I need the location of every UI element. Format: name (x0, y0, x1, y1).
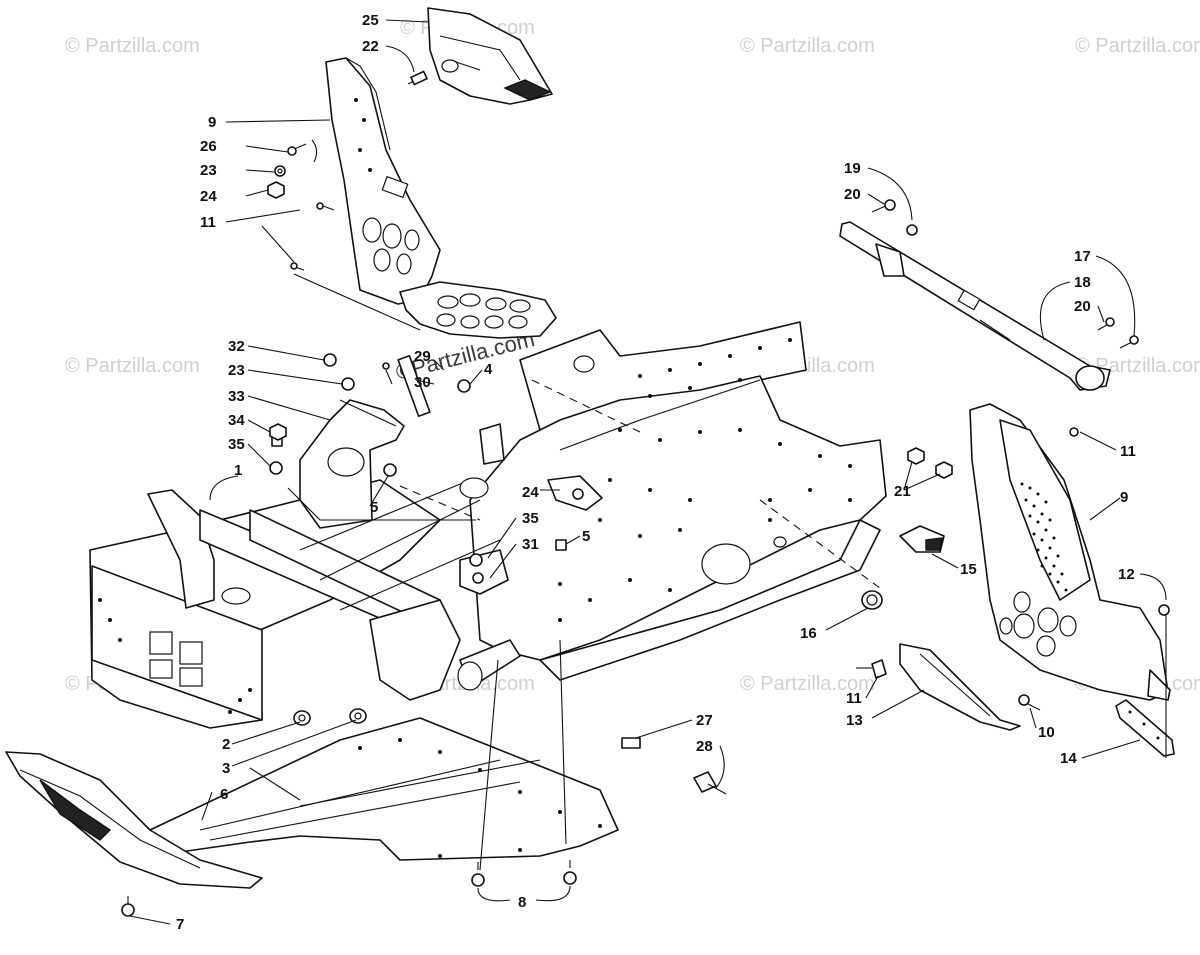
callout-19: 19 (844, 160, 861, 177)
callout-26: 26 (200, 138, 217, 155)
callout-8: 8 (518, 894, 526, 911)
callout-29: 29 (414, 348, 431, 365)
callout-14: 14 (1060, 750, 1077, 767)
watermark: © Partzilla.com (65, 355, 200, 377)
callout-16: 16 (800, 625, 817, 642)
callout-7: 7 (176, 916, 184, 933)
callout-1: 1 (234, 462, 242, 479)
callout-20: 20 (1074, 298, 1091, 315)
callout-6: 6 (220, 786, 228, 803)
part-15-clip (899, 525, 945, 553)
callout-22: 22 (362, 38, 379, 55)
perforation-pattern (1020, 482, 1068, 592)
callout-35: 35 (228, 436, 245, 453)
fasteners-27-28 (621, 737, 727, 795)
part-6-belly-pan (149, 717, 619, 861)
alignment-lines (399, 379, 881, 589)
screw-7 (121, 896, 135, 917)
part-14-strap (1115, 699, 1175, 757)
callout-33: 33 (228, 388, 245, 405)
callout-25: 25 (362, 12, 379, 29)
part-16-grommet (861, 590, 883, 610)
callout-11: 11 (1120, 443, 1136, 460)
callout-24: 24 (522, 484, 539, 501)
callout-34: 34 (228, 412, 245, 429)
part-9-steering-support (325, 57, 557, 339)
callout-28: 28 (696, 738, 713, 755)
part-18-steering-post (839, 221, 1111, 391)
nuts-2-3 (293, 708, 367, 726)
callout-12: 12 (1118, 566, 1135, 583)
callout-18: 18 (1074, 274, 1091, 291)
hardware-center (459, 475, 603, 595)
part-25-nose-cover (427, 7, 553, 105)
hardware-upper (267, 70, 428, 271)
chassis-rivets (558, 338, 852, 622)
callout-9: 9 (208, 114, 216, 131)
callouts: 25 22 9 26 23 24 11 32 23 33 34 35 1 29 … (176, 12, 1136, 933)
callout-11: 11 (846, 690, 862, 707)
callout-32: 32 (228, 338, 245, 355)
callout-4: 4 (484, 361, 493, 378)
callout-13: 13 (846, 712, 863, 729)
callout-24: 24 (200, 188, 217, 205)
callout-9: 9 (1120, 489, 1128, 506)
callout-21: 21 (894, 483, 911, 500)
callout-31: 31 (522, 536, 539, 553)
callout-5: 5 (582, 528, 590, 545)
callout-20: 20 (844, 186, 861, 203)
callout-10: 10 (1038, 724, 1055, 741)
callout-3: 3 (222, 760, 230, 777)
part-9-right-console (969, 403, 1171, 701)
center-tube (382, 354, 521, 691)
callout-23: 23 (228, 362, 245, 379)
part-33-mount-bracket (269, 353, 405, 529)
part-7-front-skid (5, 751, 263, 889)
left-frame-box (89, 479, 501, 729)
callout-11: 11 (200, 214, 216, 231)
callout-23: 23 (200, 162, 217, 179)
callout-5: 5 (370, 499, 378, 516)
watermark: © Partzilla.com (1075, 35, 1200, 57)
callout-27: 27 (696, 712, 713, 729)
fasteners-8 (471, 860, 577, 887)
watermark: © Partzilla.com (740, 673, 875, 695)
watermark: © Partzilla.com (65, 35, 200, 57)
part-13-bracket (899, 643, 1021, 731)
part-1-chassis (469, 321, 887, 681)
callout-17: 17 (1074, 248, 1091, 265)
callout-15: 15 (960, 561, 977, 578)
nuts-21 (907, 447, 953, 479)
watermark: © Partzilla.com (740, 35, 875, 57)
leader-lines (129, 19, 1167, 925)
rivets (856, 427, 1170, 711)
callout-35: 35 (522, 510, 539, 527)
screws-20 (871, 199, 1139, 349)
callout-2: 2 (222, 736, 230, 753)
callout-30: 30 (414, 374, 431, 391)
